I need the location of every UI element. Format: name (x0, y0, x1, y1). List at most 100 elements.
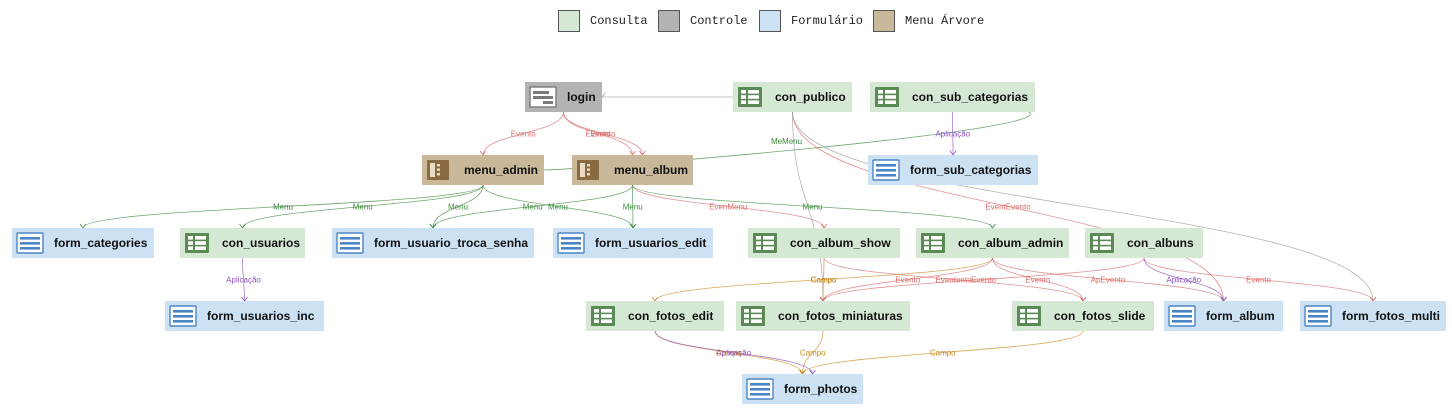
form-icon (1168, 305, 1196, 327)
edge-label: MeMenu (771, 137, 802, 146)
edge-menu_admin-to-form_categories (82, 184, 484, 229)
edge-label: Evento (1246, 276, 1271, 285)
node-con_publico[interactable]: con_publico (733, 82, 852, 112)
edge-label: ApEvento (1091, 276, 1126, 285)
edge-menu_album-to-con_album_admin (632, 184, 993, 229)
edge-con_albuns-to-form_album (1143, 257, 1224, 302)
node-label: form_fotos_multi (1342, 309, 1440, 323)
node-label: con_fotos_edit (628, 309, 713, 323)
grid-icon (875, 87, 899, 107)
node-box (332, 228, 534, 258)
edge-con_album_admin-to-form_album (992, 257, 1224, 302)
grid-icon (1090, 233, 1114, 253)
legend-label-controle: Controle (690, 14, 748, 28)
node-label: form_usuario_troca_senha (374, 236, 528, 250)
node-label: form_usuarios_inc (207, 309, 315, 323)
node-form_usuario_troca_senha[interactable]: form_usuario_troca_senha (332, 228, 534, 258)
form-icon (746, 378, 774, 400)
node-label: form_usuarios_edit (595, 236, 706, 250)
node-form_usuarios_edit[interactable]: form_usuarios_edit (553, 228, 713, 258)
grid-icon (185, 233, 209, 253)
menu-tree-icon (577, 160, 599, 180)
node-form_categories[interactable]: form_categories (12, 228, 154, 258)
menu-tree-icon (427, 160, 449, 180)
node-con_album_admin[interactable]: con_album_admin (916, 228, 1069, 258)
node-form_photos[interactable]: form_photos (742, 374, 863, 404)
node-label: con_album_admin (958, 236, 1063, 250)
node-label: con_publico (775, 90, 846, 104)
form-icon (557, 232, 585, 254)
edge-con_album_admin-to-con_fotos_slide (992, 257, 1084, 302)
edge-login-to-menu_album (563, 111, 643, 156)
edge-label: Menu (623, 203, 643, 212)
grid-icon (921, 233, 945, 253)
edge-con_album_admin-to-con_fotos_edit (654, 257, 993, 302)
edge-label: Evento (586, 130, 611, 139)
legend-label-formulario: Formulário (791, 14, 864, 28)
legend-label-consulta: Consulta (590, 14, 648, 28)
node-login[interactable]: login (525, 82, 602, 112)
edge-menu_admin-to-form_usuarios_edit (482, 184, 634, 229)
node-menu_album[interactable]: menu_album (572, 155, 693, 185)
edge-arrowhead (651, 296, 659, 302)
node-con_usuarios[interactable]: con_usuarios (180, 228, 305, 258)
node-con_album_show[interactable]: con_album_show (748, 228, 900, 258)
node-label: menu_album (614, 163, 688, 177)
edge-menu_admin-to-form_usuario_troca_senha (432, 184, 484, 229)
node-con_sub_categorias[interactable]: con_sub_categorias (870, 82, 1035, 112)
login-form-icon (529, 86, 557, 108)
edge-con_usuarios-to-form_usuarios_inc (242, 257, 245, 302)
grid-icon (753, 233, 777, 253)
edge-con_fotos_edit-to-form_photos (654, 330, 813, 375)
legend-swatch-formulario (759, 10, 781, 32)
edge-label: EvenMenu (709, 203, 747, 212)
nodes-layer: login con_publico con_sub_categorias menu_a… (12, 82, 1446, 404)
grid-icon (1017, 306, 1041, 326)
edge-label: Campo (811, 276, 837, 285)
node-con_fotos_slide[interactable]: con_fotos_slide (1012, 301, 1154, 331)
edge-label: Menu (523, 203, 543, 212)
edge-label: Evento (1025, 276, 1050, 285)
node-label: con_fotos_slide (1054, 309, 1146, 323)
legend-item-consulta: Consulta (558, 9, 648, 33)
form-icon (1304, 305, 1332, 327)
node-menu_admin[interactable]: menu_admin (422, 155, 544, 185)
edge-label: Evento (591, 130, 616, 139)
node-label: form_album (1206, 309, 1275, 323)
edge-login-to-menu_admin (482, 111, 564, 156)
edge-arrowhead (989, 223, 996, 229)
node-form_usuarios_inc[interactable]: form_usuarios_inc (165, 301, 324, 331)
edge-con_sub_categorias-to-form_sub_categorias (952, 111, 954, 156)
edge-menu_admin-to-con_usuarios (242, 184, 484, 229)
node-con_fotos_edit[interactable]: con_fotos_edit (586, 301, 724, 331)
edge-label: Evento (971, 276, 996, 285)
edge-con_fotos_miniaturas-to-form_photos (802, 330, 824, 375)
form-icon (169, 305, 197, 327)
edge-label: Evento (511, 130, 536, 139)
edge-label: Menu (273, 203, 293, 212)
legend-swatch-consulta (558, 10, 580, 32)
edge-label: Aplicação (716, 349, 751, 358)
node-form_sub_categorias[interactable]: form_sub_categorias (868, 155, 1038, 185)
edge-label: Eventento (935, 276, 972, 285)
node-label: form_photos (784, 382, 858, 396)
node-label: menu_admin (464, 163, 538, 177)
edge-label: Menu (448, 203, 468, 212)
grid-icon (591, 306, 615, 326)
node-con_fotos_miniaturas[interactable]: con_fotos_miniaturas (736, 301, 910, 331)
node-con_albuns[interactable]: con_albuns (1085, 228, 1203, 258)
edge-arrowhead (239, 223, 246, 229)
edge-arrowhead (79, 223, 87, 229)
node-label: con_fotos_miniaturas (778, 309, 903, 323)
node-form_album[interactable]: form_album (1164, 301, 1283, 331)
form-icon (872, 159, 900, 181)
edge-label: Aplicação (226, 276, 261, 285)
form-icon (336, 232, 364, 254)
node-form_fotos_multi[interactable]: form_fotos_multi (1300, 301, 1446, 331)
edge-label: Menu (548, 203, 568, 212)
edge-menu_album-to-form_usuario_troca_senha (432, 184, 633, 229)
edge-label: Aplicação (1166, 276, 1201, 285)
